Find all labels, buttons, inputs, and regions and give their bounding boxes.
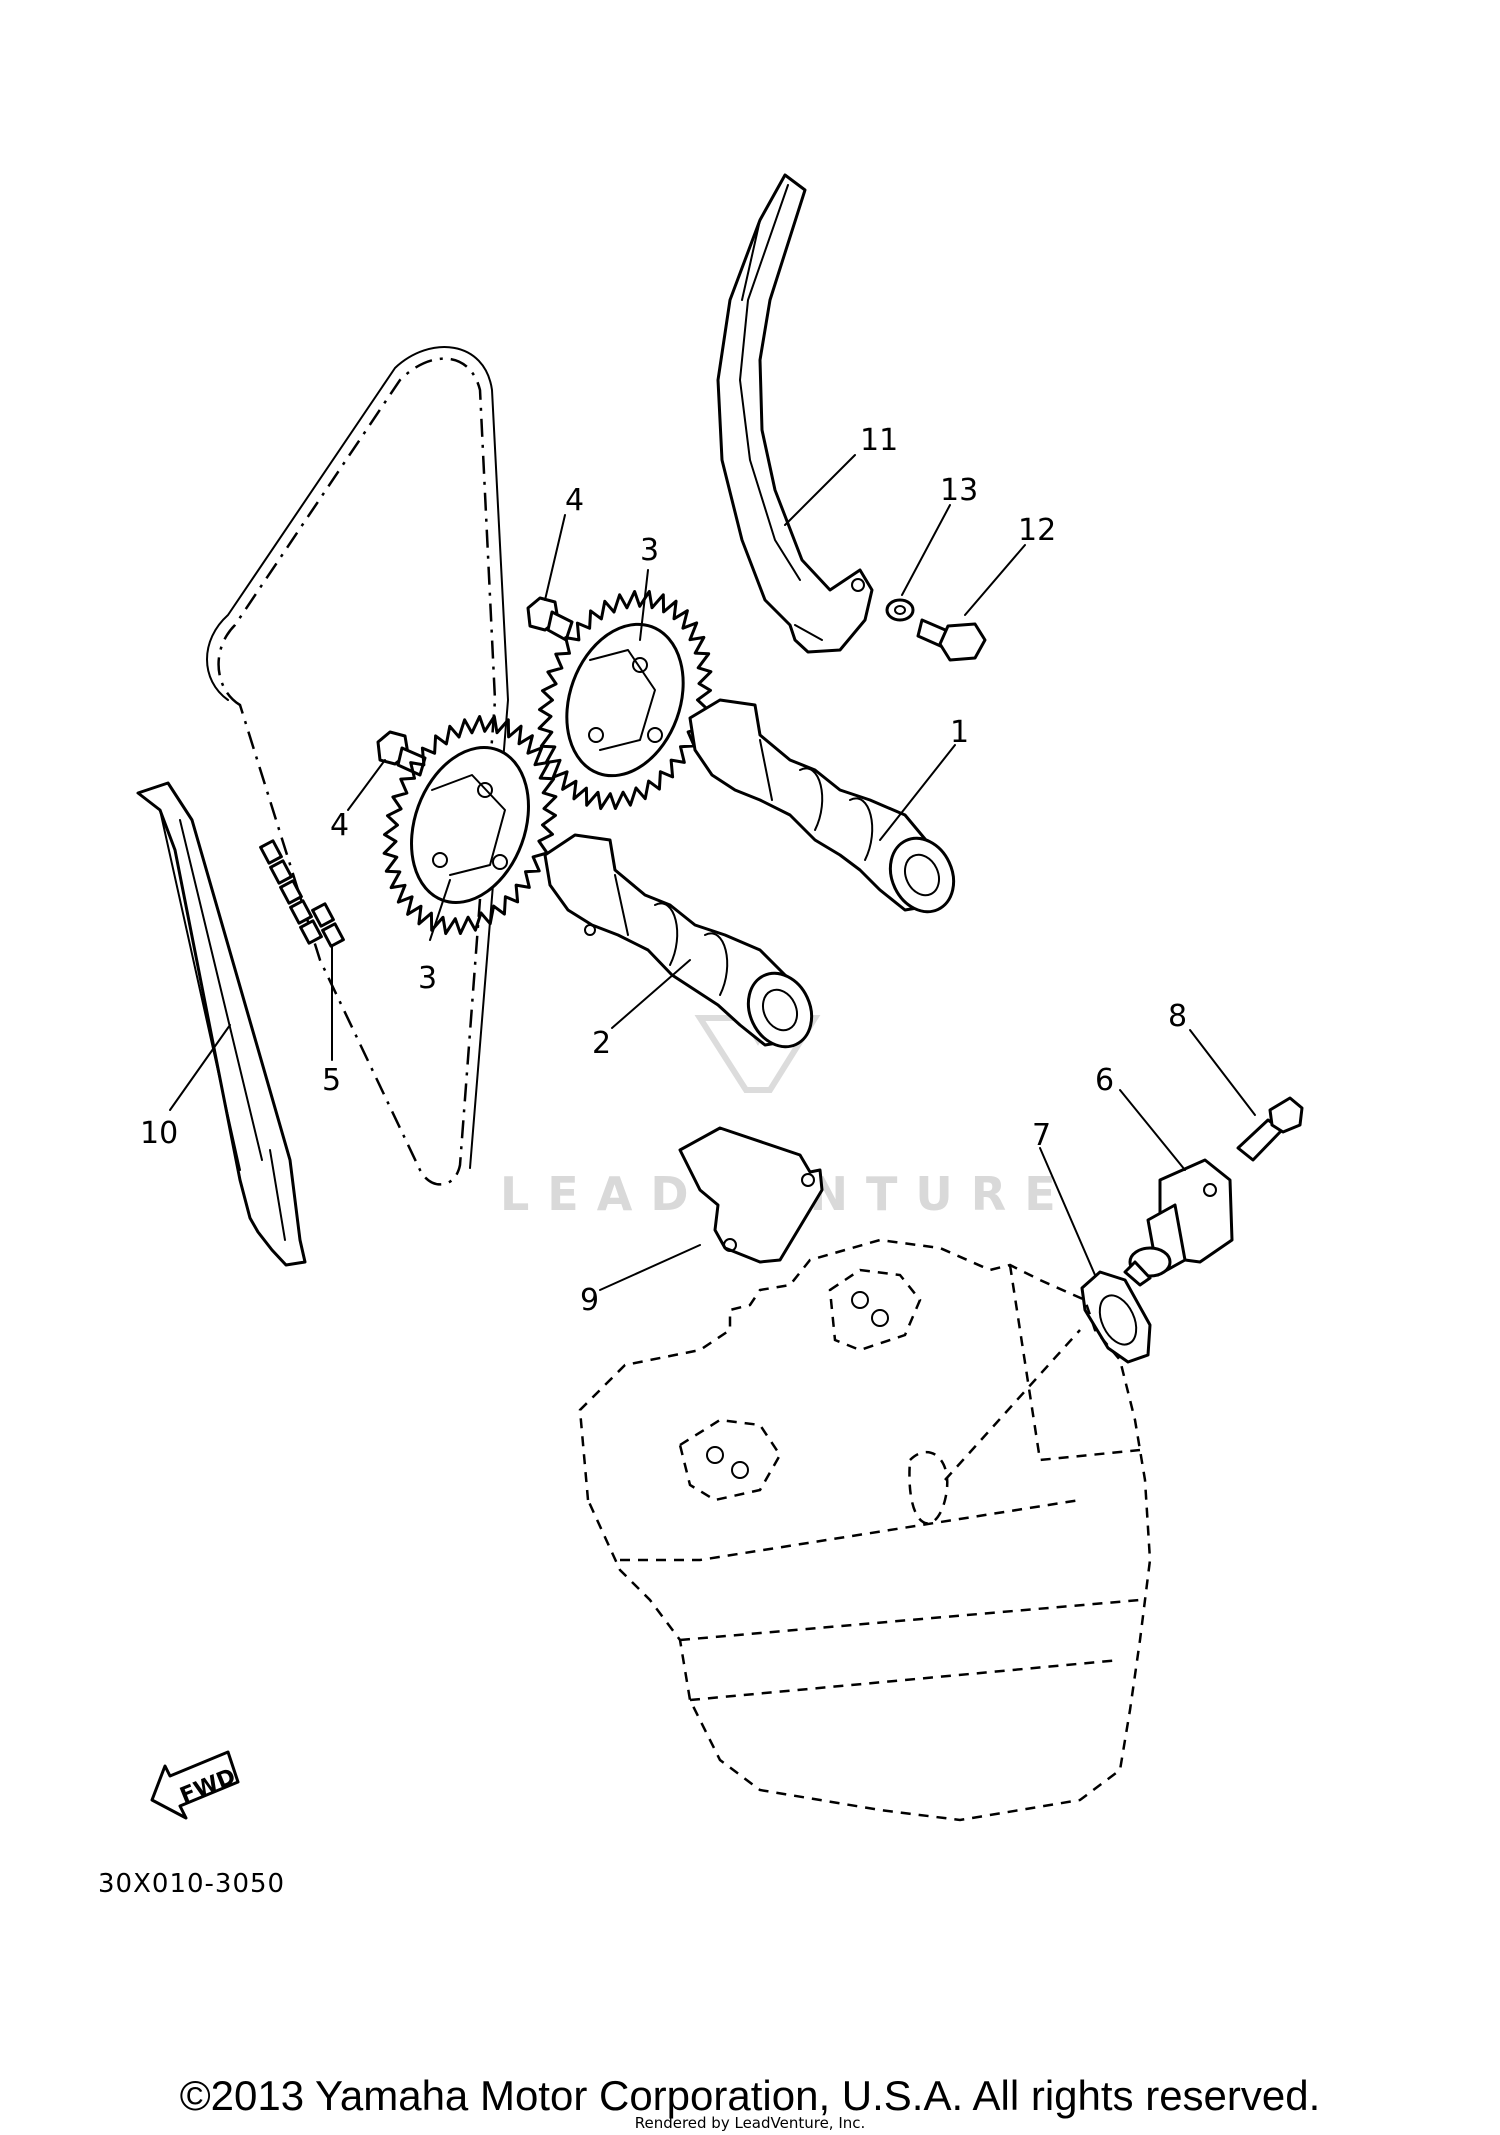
callout-labels: 1 2 3 3 4 4 5 6 7 8 9 10 11 12 13 bbox=[140, 423, 1187, 1318]
tensioner-6 bbox=[1123, 1158, 1234, 1287]
callout-5: 5 bbox=[322, 1063, 341, 1098]
callout-9: 9 bbox=[580, 1283, 599, 1318]
valve-rocker-lower bbox=[678, 1418, 782, 1502]
callout-13: 13 bbox=[940, 473, 978, 508]
copyright-notice: ©2013 Yamaha Motor Corporation, U.S.A. A… bbox=[179, 2072, 1321, 2119]
chain-links bbox=[259, 839, 345, 948]
sprocket-3-lower bbox=[382, 715, 558, 935]
callout-8: 8 bbox=[1168, 999, 1187, 1034]
washer-13 bbox=[885, 598, 915, 622]
callout-3-lower: 3 bbox=[418, 961, 437, 996]
callout-2: 2 bbox=[592, 1026, 611, 1061]
rendered-by-notice: Rendered by LeadVenture, Inc. bbox=[634, 2114, 866, 2132]
fwd-arrow: FWD bbox=[150, 1750, 240, 1820]
callout-3-upper: 3 bbox=[640, 533, 659, 568]
cover-9 bbox=[678, 1126, 824, 1264]
sprocket-3-upper bbox=[537, 590, 713, 810]
bolt-12 bbox=[916, 618, 987, 662]
chain-guide-10 bbox=[136, 781, 307, 1267]
bolt-8 bbox=[1236, 1096, 1304, 1162]
timing-chain bbox=[206, 346, 509, 1186]
callout-12: 12 bbox=[1018, 513, 1056, 548]
callout-4-lower: 4 bbox=[330, 808, 349, 843]
chain-guide-11 bbox=[716, 173, 874, 654]
camshaft-1 bbox=[688, 698, 956, 914]
callout-4-upper: 4 bbox=[565, 483, 584, 518]
leader-lines bbox=[169, 454, 1256, 1291]
camshaft-2 bbox=[543, 833, 814, 1049]
bolt-4-lower bbox=[376, 730, 427, 777]
callout-6: 6 bbox=[1095, 1063, 1114, 1098]
bolt-4-upper bbox=[526, 596, 574, 642]
callout-11: 11 bbox=[860, 423, 898, 458]
callout-7: 7 bbox=[1032, 1118, 1051, 1153]
callout-1: 1 bbox=[950, 715, 969, 750]
diagram-code: 30X010-3050 bbox=[98, 1869, 285, 1899]
cylinder-head bbox=[578, 1238, 1152, 1822]
valve-rocker-upper bbox=[828, 1268, 922, 1352]
callout-10: 10 bbox=[140, 1116, 178, 1151]
